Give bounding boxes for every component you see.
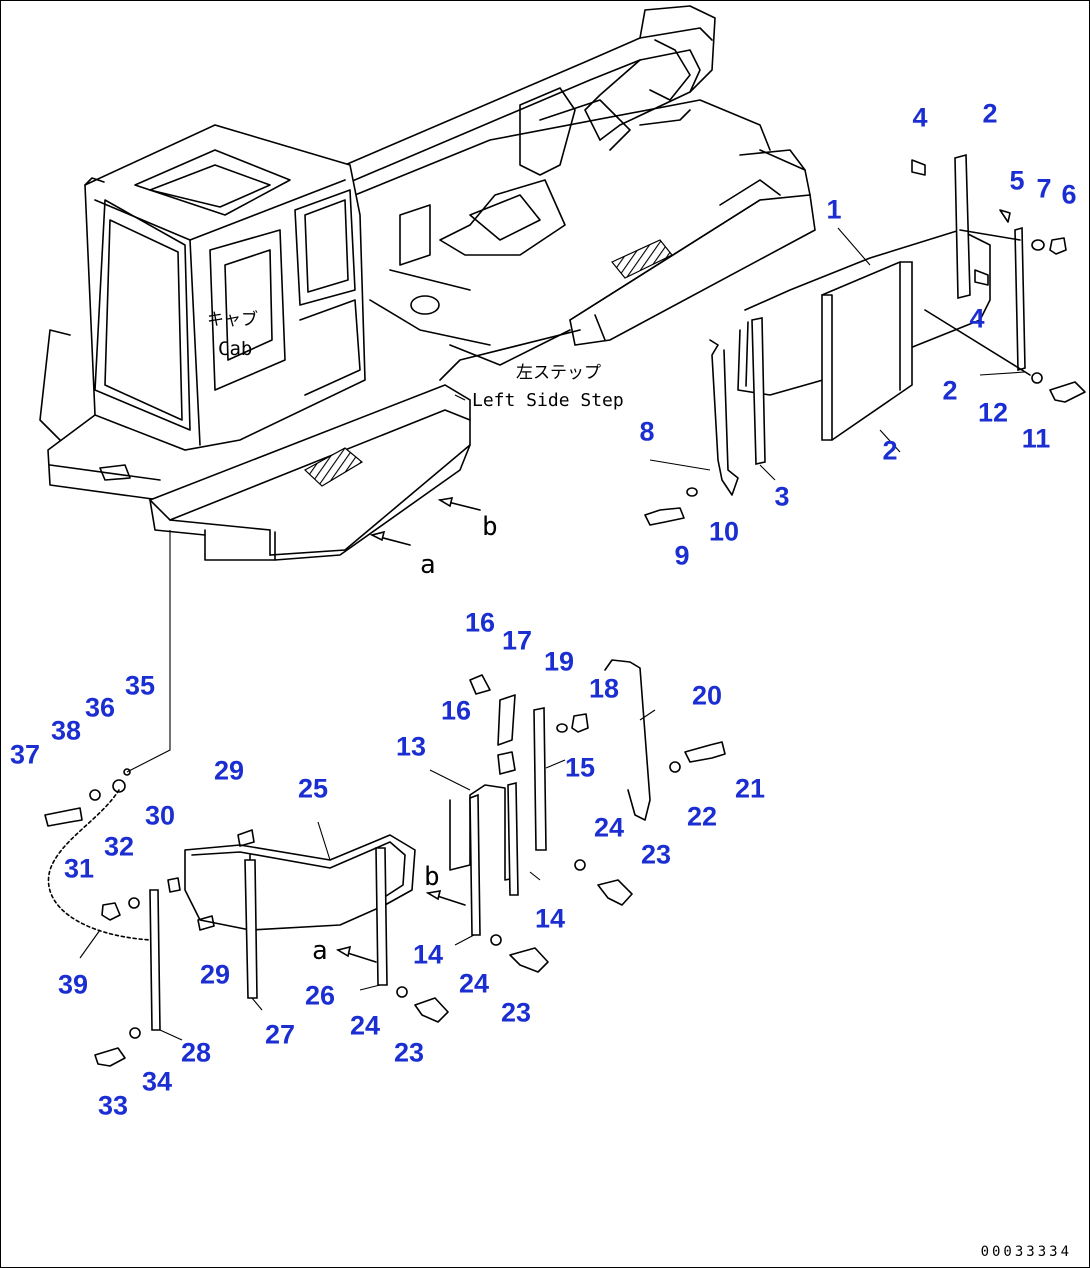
- step-label-en: Left Side Step: [472, 390, 624, 411]
- callout-32: 32: [103, 831, 135, 862]
- callout-25: 25: [297, 773, 329, 804]
- callout-27: 27: [264, 1019, 296, 1050]
- callout-21: 21: [734, 773, 766, 804]
- callout-22: 22: [686, 801, 718, 832]
- callout-37: 37: [9, 739, 41, 770]
- callout-28: 28: [180, 1037, 212, 1068]
- lower-handrail-assembly: [44, 530, 726, 1067]
- callout-30: 30: [144, 800, 176, 831]
- callout-38: 38: [50, 715, 82, 746]
- left-side-step: [148, 329, 581, 561]
- callout-23: 23: [393, 1037, 425, 1068]
- callout-3: 3: [774, 481, 790, 512]
- callout-12: 12: [977, 397, 1009, 428]
- callout-31: 31: [63, 853, 95, 884]
- callout-33: 33: [97, 1090, 129, 1121]
- callout-36: 36: [84, 692, 116, 723]
- view-b-lower-label: b: [424, 862, 440, 892]
- callout-13: 13: [395, 731, 427, 762]
- step-leader: [454, 394, 466, 401]
- callout-17: 17: [501, 625, 533, 656]
- callout-39: 39: [57, 969, 89, 1000]
- callout-6: 6: [1061, 179, 1077, 210]
- callout-34: 34: [141, 1066, 173, 1097]
- callout-24: 24: [458, 968, 490, 999]
- callout-24: 24: [349, 1010, 381, 1041]
- callout-35: 35: [124, 670, 156, 701]
- callout-2: 2: [942, 375, 958, 406]
- callout-16: 16: [464, 607, 496, 638]
- callout-10: 10: [708, 516, 740, 547]
- callout-23: 23: [640, 839, 672, 870]
- callout-26: 26: [304, 980, 336, 1011]
- callout-24: 24: [593, 812, 625, 843]
- callout-11: 11: [1021, 423, 1051, 454]
- view-a-lower-label: a: [312, 936, 328, 966]
- callout-7: 7: [1036, 173, 1052, 204]
- step-label-jp: 左ステップ: [516, 363, 601, 383]
- callout-5: 5: [1009, 165, 1025, 196]
- boom-frame: [344, 5, 716, 183]
- callout-1: 1: [826, 194, 842, 225]
- upper-handrail-assembly: [644, 153, 1086, 526]
- callout-23: 23: [500, 997, 532, 1028]
- callout-29: 29: [213, 755, 245, 786]
- callout-2: 2: [982, 98, 998, 129]
- callout-14: 14: [412, 939, 444, 970]
- callout-20: 20: [691, 680, 723, 711]
- callout-9: 9: [674, 540, 690, 571]
- operator-cab: [39, 124, 366, 501]
- callout-4: 4: [912, 102, 928, 133]
- callout-15: 15: [564, 752, 596, 783]
- view-b-label: b: [482, 512, 498, 542]
- view-arrows: [335, 497, 481, 963]
- callout-4: 4: [969, 303, 985, 334]
- cab-label-jp: キャブ: [207, 310, 258, 330]
- cab-label-en: Cab: [218, 338, 253, 360]
- callout-29: 29: [199, 959, 231, 990]
- callout-2: 2: [882, 435, 898, 466]
- upper-structure-right: [354, 99, 816, 366]
- callout-8: 8: [639, 416, 655, 447]
- drawing-number: 00033334: [980, 1244, 1072, 1260]
- callout-16: 16: [440, 695, 472, 726]
- callout-14: 14: [534, 903, 566, 934]
- callout-19: 19: [543, 646, 575, 677]
- view-a-label: a: [420, 550, 436, 580]
- callout-18: 18: [588, 673, 620, 704]
